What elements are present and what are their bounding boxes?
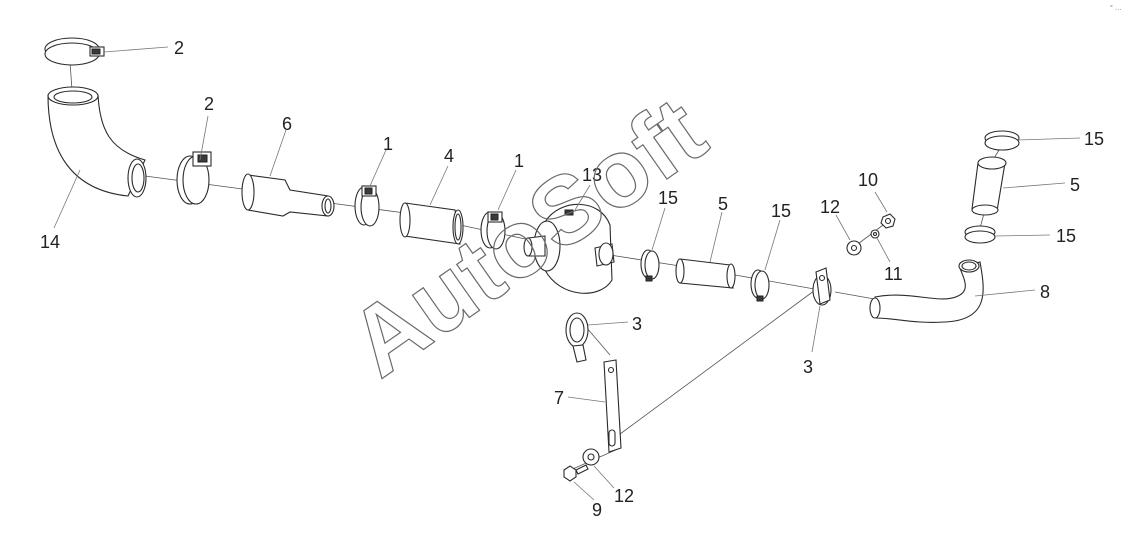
callout-9: 9: [592, 500, 602, 520]
callout-12-top: 12: [820, 197, 840, 217]
callout-15-top: 15: [1084, 129, 1104, 149]
callout-11: 11: [884, 264, 903, 284]
part-pipe-5-middle: [675, 258, 736, 289]
callout-3-right: 3: [803, 357, 813, 377]
callout-15-lower: 15: [1056, 226, 1076, 246]
callout-1-left: 1: [383, 134, 393, 154]
callout-12-bottom: 12: [614, 486, 634, 506]
callout-8: 8: [1040, 282, 1050, 302]
part-nut-10: [880, 213, 896, 229]
callout-14: 14: [40, 232, 60, 252]
part-reducer-6: [241, 173, 335, 217]
callout-13: 13: [582, 165, 602, 185]
part-clamp-15-right: [750, 269, 770, 302]
callout-6: 6: [282, 114, 292, 134]
part-washer-12-bottom: [582, 448, 600, 466]
part-clamp-1-left: [354, 185, 380, 227]
part-clamp-2-middle: [176, 151, 212, 205]
callout-5-right: 5: [1070, 175, 1080, 195]
part-pipe-5-right: [971, 156, 1007, 216]
part-bent-pipe-8: [869, 259, 984, 323]
part-washer-12-top: [846, 240, 862, 256]
part-clamp-15-middle: [640, 249, 660, 282]
callout-2-top: 2: [174, 38, 184, 58]
callout-7: 7: [554, 388, 564, 408]
part-clamp-15-lower: [964, 225, 996, 244]
callout-2-middle: 2: [204, 94, 214, 114]
part-washer-11: [870, 229, 880, 239]
callout-labels: 2 2 14 6 1 4 1 13 15 5 15 12 10 11 15 5 …: [40, 38, 1104, 520]
part-hose-4: [399, 202, 464, 245]
part-clamp-1-right: [480, 211, 506, 250]
callout-10: 10: [858, 170, 878, 190]
leader-lines: [53, 46, 1081, 501]
corner-mark: ° …: [1110, 4, 1122, 12]
callout-15-right: 15: [771, 201, 791, 221]
part-bolt-9: [563, 464, 589, 482]
part-clamp-15-top: [984, 130, 1020, 151]
callout-4: 4: [444, 146, 454, 166]
part-bracket-clamp-3-center: [565, 312, 589, 363]
part-strap-7: [603, 359, 622, 453]
part-muffler-13: [523, 203, 615, 294]
watermark-text: AutoSoft: [331, 77, 724, 397]
part-bracket-clamp-3-right: [812, 267, 832, 306]
part-clamp-2-top: [44, 37, 105, 66]
callout-15-middle: 15: [658, 188, 678, 208]
part-elbow-hose-14: [47, 86, 147, 198]
callout-5-middle: 5: [718, 194, 728, 214]
callout-3-center: 3: [632, 314, 642, 334]
callout-1-right: 1: [514, 151, 524, 171]
